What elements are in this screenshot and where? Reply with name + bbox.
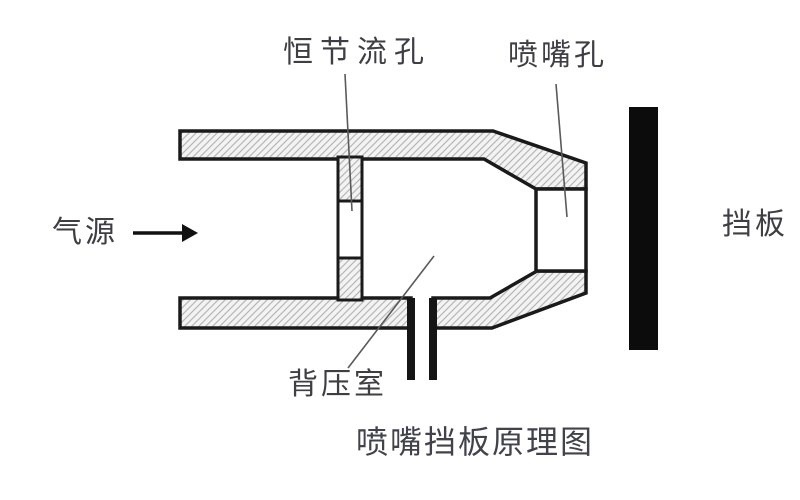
pipe-top-wall [178,129,588,191]
leader-line-orifice [344,73,353,212]
pipe-bottom-wall-left [178,296,413,330]
label-air-source: 气源 [52,216,118,249]
fixed-orifice-hole [336,199,364,260]
drain-tube-left-wall [407,298,415,380]
leader-line-nozzle [555,83,568,218]
label-back-pressure-chamber: 背压室 [288,368,387,401]
label-flapper: 挡板 [722,208,788,241]
label-nozzle-hole: 喷嘴孔 [508,39,607,72]
pipe-bottom-wall-converging [431,269,588,330]
leader-line-chamber [347,255,435,369]
drain-tube-right-wall [429,298,437,380]
nozzle-bore-hole [534,187,588,273]
flow-arrow-icon [133,224,198,242]
flapper-plate [629,107,658,350]
diagram-caption: 喷嘴挡板原理图 [355,424,594,460]
label-fixed-orifice: 恒节流孔 [283,36,431,69]
